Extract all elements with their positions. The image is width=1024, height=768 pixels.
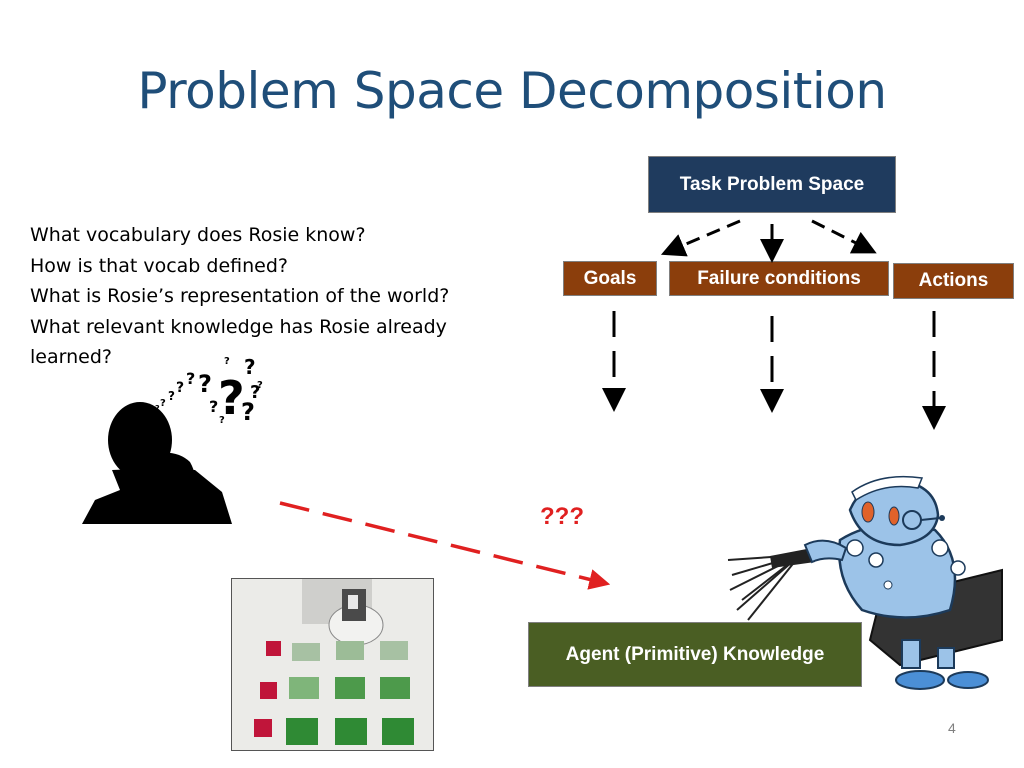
task-problem-space-box: Task Problem Space [648, 156, 896, 213]
agent-knowledge-box: Agent (Primitive) Knowledge [528, 622, 862, 687]
page-number: 4 [948, 720, 956, 736]
svg-text:?: ? [250, 382, 260, 403]
arrow-task-to-actions [811, 219, 877, 254]
actions-box: Actions [893, 263, 1014, 299]
question-3: What is Rosie’s representation of the wo… [30, 285, 450, 307]
question-2: How is that vocab defined? [30, 254, 288, 277]
goals-box: Goals [563, 261, 657, 296]
workspace-scene [232, 579, 433, 750]
svg-text:?: ? [257, 380, 263, 391]
unknown-link-label: ??? [540, 503, 584, 530]
svg-text:?: ? [155, 404, 160, 413]
svg-text:?: ? [168, 389, 175, 403]
question-4: What relevant knowledge has Rosie alread… [30, 315, 447, 338]
svg-text:?: ? [198, 370, 212, 398]
question-1: What vocabulary does Rosie know? [30, 224, 366, 246]
svg-text:?: ? [176, 380, 184, 396]
svg-text:?: ? [209, 397, 218, 416]
svg-text:?: ? [160, 398, 166, 409]
svg-text:?: ? [219, 415, 225, 426]
svg-text:?: ? [218, 371, 245, 425]
questions-list: What vocabulary does Rosie know? How is … [30, 220, 500, 373]
svg-text:?: ? [241, 398, 255, 426]
failure-conditions-box: Failure conditions [669, 261, 889, 296]
robot-workspace-photo [231, 578, 434, 751]
slide-title: Problem Space Decomposition [137, 62, 887, 120]
arrow-task-to-goals [660, 219, 741, 257]
question-4-continued: learned? [30, 346, 112, 368]
